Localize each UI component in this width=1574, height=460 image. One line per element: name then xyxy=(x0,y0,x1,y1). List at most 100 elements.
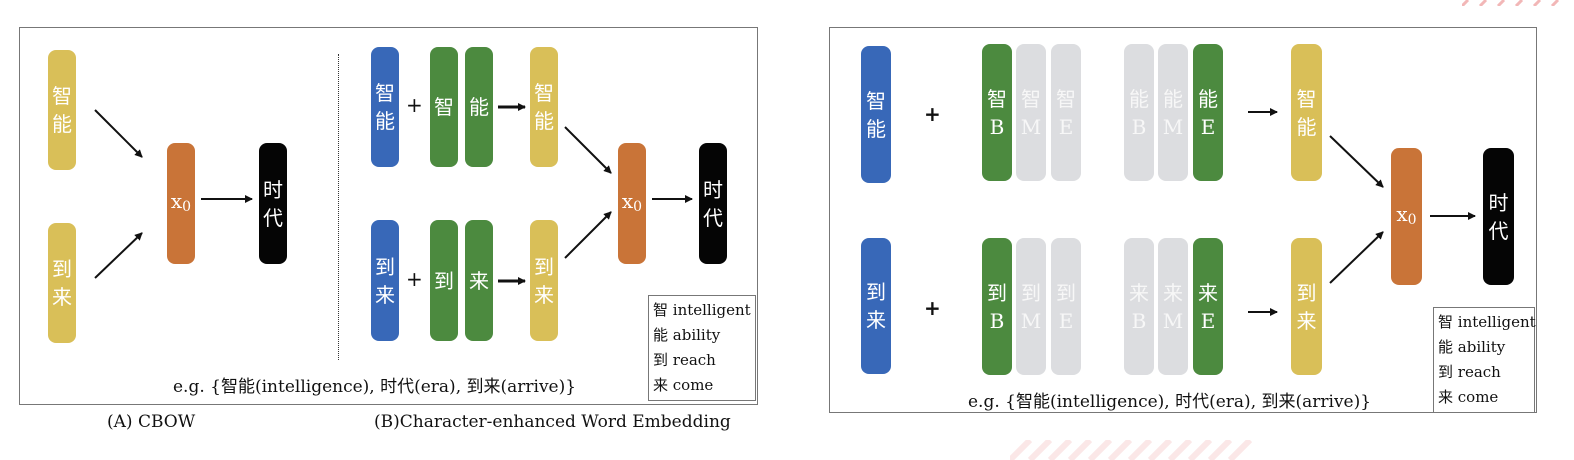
example-text: e.g. {智能(intelligence), 时代(era), 到来(arri… xyxy=(968,392,1372,412)
caption-a: (A) CBOW xyxy=(107,412,196,432)
cewe-char-bottom-1: 到 xyxy=(430,220,458,341)
right-sum-bottom: 到 来 xyxy=(1291,238,1322,375)
hidden-x: x xyxy=(1396,201,1408,226)
right-output: 时 代 xyxy=(1483,148,1514,285)
char: 能 xyxy=(1296,114,1317,139)
char: 代 xyxy=(703,205,723,230)
hidden-x: x xyxy=(170,188,183,213)
char: 能 xyxy=(866,116,886,141)
pos-tag: E xyxy=(1200,308,1216,333)
right-hidden: x0 xyxy=(1391,148,1422,285)
plus-sign: + xyxy=(924,296,941,320)
char: 智 xyxy=(434,95,454,119)
legend-item: 到 reach xyxy=(653,351,716,369)
plus-sign: + xyxy=(406,267,423,291)
hidden-x: x xyxy=(621,188,634,213)
cewe-char-top-2: 能 xyxy=(465,47,493,167)
pos-tag: B xyxy=(1131,308,1147,333)
char: 来 xyxy=(375,282,395,307)
cewe-hidden: x0 xyxy=(618,143,646,264)
char: 来 xyxy=(1129,280,1149,305)
char: 时 xyxy=(1488,190,1509,215)
cewe-output: 时 代 xyxy=(699,143,727,264)
char: 智 xyxy=(534,81,554,105)
pos-top-5: 能 M xyxy=(1158,44,1188,181)
char: 能 xyxy=(375,109,395,133)
char: 来 xyxy=(866,308,886,332)
pos-tag: E xyxy=(1058,308,1074,333)
char: 来 xyxy=(534,282,554,307)
arrow xyxy=(1329,135,1384,188)
cbow-output: 时 代 xyxy=(259,143,287,264)
pos-top-6: 能 E xyxy=(1193,44,1223,181)
pos-tag: E xyxy=(1200,114,1216,139)
char: 智 xyxy=(1021,86,1041,111)
char: 能 xyxy=(469,95,489,119)
arrow xyxy=(564,211,612,259)
char: 代 xyxy=(1488,218,1509,243)
pos-tag: M xyxy=(1162,308,1184,333)
dotted-divider xyxy=(338,54,339,360)
cewe-char-top-1: 智 xyxy=(430,47,458,167)
char: 代 xyxy=(263,205,283,230)
cewe-sum-top: 智 能 xyxy=(530,47,558,167)
legend-box: 智 intelligent 能 ability 到 reach 来 come xyxy=(648,295,756,401)
caption-b: (B)Character-enhanced Word Embedding xyxy=(374,412,731,432)
legend-item: 能 ability xyxy=(653,326,721,344)
right-word-top: 智 能 xyxy=(861,46,891,183)
cbow-input-bottom: 到 来 xyxy=(48,223,76,343)
char: 能 xyxy=(534,109,554,133)
legend-item: 来 come xyxy=(1438,388,1499,406)
right-word-bottom: 到 来 xyxy=(861,238,891,374)
char: 来 xyxy=(1198,280,1218,305)
pos-top-1: 智 B xyxy=(982,44,1012,181)
pos-tag: B xyxy=(989,114,1005,139)
char: 能 xyxy=(1129,86,1149,111)
char: 来 xyxy=(1163,280,1183,305)
hidden-label: x0 xyxy=(171,187,191,221)
char: 智 xyxy=(1296,86,1317,111)
example-text: e.g. {智能(intelligence), 时代(era), 到来(arri… xyxy=(173,377,577,397)
right-sum-top: 智 能 xyxy=(1291,44,1322,181)
char: 智 xyxy=(866,88,886,113)
pos-bottom-2: 到 M xyxy=(1016,238,1046,375)
pos-top-3: 智 E xyxy=(1051,44,1081,181)
legend-item: 智 intelligent xyxy=(653,301,751,319)
legend-item: 智 intelligent xyxy=(1438,313,1536,331)
char: 时 xyxy=(703,177,723,202)
char: 能 xyxy=(1198,86,1218,111)
pos-bottom-5: 来 M xyxy=(1158,238,1188,375)
cbow-input-top: 智 能 xyxy=(48,50,76,170)
pos-top-2: 智 M xyxy=(1016,44,1046,181)
pos-tag: E xyxy=(1058,114,1074,139)
cbow-hidden: x0 xyxy=(167,143,195,264)
arrow xyxy=(564,126,612,174)
arrow xyxy=(94,109,143,158)
char: 到 xyxy=(866,280,886,304)
char: 来 xyxy=(52,285,72,309)
cewe-sum-bottom: 到 来 xyxy=(530,220,558,341)
pos-tag: B xyxy=(989,308,1005,333)
char: 来 xyxy=(469,268,489,293)
pos-bottom-6: 来 E xyxy=(1193,238,1223,375)
char: 能 xyxy=(52,112,72,136)
arrow xyxy=(94,232,143,279)
char: 来 xyxy=(1296,308,1317,333)
char: 到 xyxy=(1056,280,1076,305)
background-stripes xyxy=(1462,0,1560,6)
background-stripes xyxy=(1010,440,1253,460)
arrow xyxy=(1329,231,1384,284)
char: 到 xyxy=(1296,280,1317,305)
legend-box: 智 intelligent 能 ability 到 reach 来 come xyxy=(1433,307,1536,413)
char: 到 xyxy=(434,268,454,293)
legend-item: 来 come xyxy=(653,376,714,394)
char: 到 xyxy=(1021,280,1041,305)
char: 能 xyxy=(1163,86,1183,111)
plus-sign: + xyxy=(924,102,941,126)
pos-bottom-4: 来 B xyxy=(1124,238,1154,375)
hidden-sub: 0 xyxy=(182,198,192,215)
cewe-char-bottom-2: 来 xyxy=(465,220,493,341)
hidden-label: x0 xyxy=(1396,200,1416,234)
legend-item: 能 ability xyxy=(1438,338,1506,356)
